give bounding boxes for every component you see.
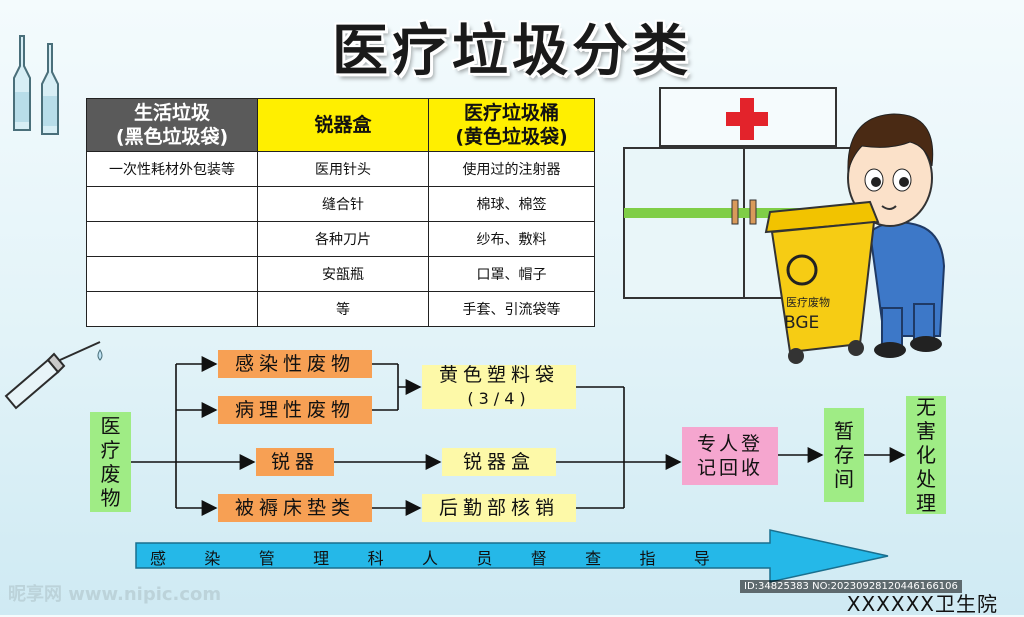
table-row: 各种刀片 纱布、敷料 xyxy=(86,221,595,257)
table-cell xyxy=(86,291,258,327)
table-row: 等 手套、引流袋等 xyxy=(86,291,595,327)
site-watermark: 昵享网 www.nipic.com xyxy=(8,584,222,605)
table-cell: 一次性耗材外包装等 xyxy=(86,151,258,187)
guidance-text: 感染管 理科人 员督查 指导 xyxy=(150,549,710,568)
box-logistics-writeoff: 后勤部核销 xyxy=(422,494,576,522)
table-row: 一次性耗材外包装等 医用针头 使用过的注射器 xyxy=(86,151,595,187)
box-infectious-waste: 感染性废物 xyxy=(218,350,372,378)
box-pathological-waste: 病理性废物 xyxy=(218,396,372,424)
waste-category-table: 生活垃圾(黑色垃圾袋) 锐器盒 医疗垃圾桶(黄色垃圾袋) 一次性耗材外包装等 医… xyxy=(86,98,595,327)
syringe-icon xyxy=(4,341,103,410)
image-id-watermark: ID:34825383 NO:20230928120446166106 xyxy=(740,580,962,593)
box-bedding-mattress: 被褥床垫类 xyxy=(218,494,372,522)
hospital-name: XXXXXX卫生院 xyxy=(846,592,998,616)
box-sharps: 锐器 xyxy=(256,448,334,476)
table-row: 安瓿瓶 口罩、帽子 xyxy=(86,256,595,292)
clinic-illustration: 医疗废物 BGE xyxy=(623,87,946,364)
guidance-arrow xyxy=(135,529,889,583)
vials-icon xyxy=(13,35,59,135)
yellow-medical-bin: 医疗废物 BGE xyxy=(764,200,880,364)
header-household-waste: 生活垃圾(黑色垃圾袋) xyxy=(86,98,258,152)
box-yellow-plastic-bag: 黄色塑料袋(3/4) xyxy=(422,364,576,409)
biohazard-icon xyxy=(786,254,818,286)
box-medical-waste: 医疗废物 xyxy=(90,412,131,512)
table-cell: 安瓿瓶 xyxy=(257,256,429,292)
page-title: 医疗垃圾分类 xyxy=(332,19,692,84)
table-cell: 手套、引流袋等 xyxy=(428,291,595,327)
red-cross-icon xyxy=(726,98,768,140)
box-temporary-storage: 暂存间 xyxy=(824,408,864,502)
box-sharps-container: 锐器盒 xyxy=(442,448,556,476)
table-cell: 各种刀片 xyxy=(257,221,429,257)
box-harmless-disposal: 无害化处理 xyxy=(906,395,946,515)
box-dedicated-register: 专人登记回收 xyxy=(682,427,778,485)
header-medical-bin: 医疗垃圾桶(黄色垃圾袋) xyxy=(428,98,595,152)
table-cell: 纱布、敷料 xyxy=(428,221,595,257)
bin-label: 医疗废物 xyxy=(786,295,830,309)
bin-code: BGE xyxy=(784,313,819,333)
table-cell: 棉球、棉签 xyxy=(428,186,595,222)
table-cell: 医用针头 xyxy=(257,151,429,187)
table-cell: 口罩、帽子 xyxy=(428,256,595,292)
header-sharps-box: 锐器盒 xyxy=(257,98,429,152)
